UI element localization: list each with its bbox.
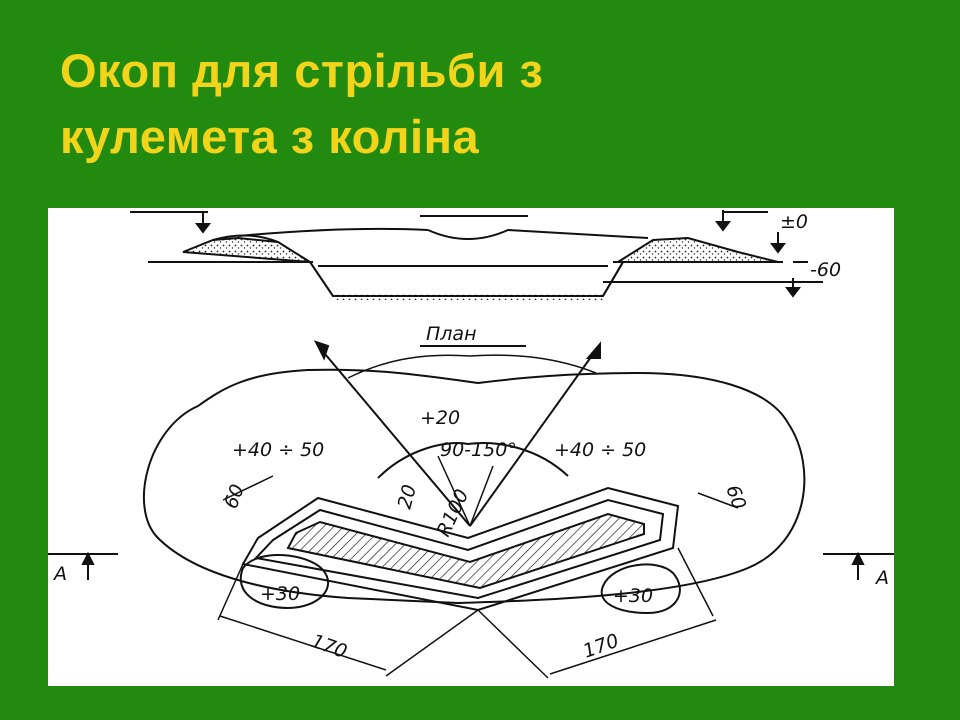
label-width-right: 60 [721,482,750,512]
slide-title-line-2: кулемета з коліна [60,110,480,163]
label-length-right: 170 [580,630,622,663]
slide-title-line-1: Окоп для стрільби з [60,44,544,97]
label-length-left: 170 [308,630,350,663]
plan-view [48,340,894,679]
level-arrowhead-mid [770,243,786,254]
dim-width-right [697,492,739,509]
label-depth-a: 20 [394,482,422,511]
trench-inner-rim [254,498,665,600]
label-angle: 90-150° [440,439,517,461]
dim-radius-line-2 [469,465,494,527]
label-section-left: A [52,563,67,585]
dim-radius-line [437,455,471,527]
trench-floor-hatched [286,512,645,590]
label-parapet-right: +40 ÷ 50 [554,439,646,461]
level-arrowhead-right [715,221,731,232]
fire-sector-arrow-left [314,340,330,361]
label-parapet-left: +40 ÷ 50 [232,439,324,461]
trench-drawing-svg: ±0 -60 План [48,210,894,679]
parapet-left [182,236,311,263]
label-radius: R100 [433,486,474,540]
elbow-rest-right [600,563,681,615]
dim-width-left [222,475,274,501]
level-label-top: ±0 [780,211,808,233]
trench-profile [309,261,624,297]
level-arrowhead-bottom [785,287,801,298]
trench-drawing: ±0 -60 План [48,208,894,686]
label-parapet-front: +20 [420,407,460,429]
dim-ext-right-b [677,547,714,617]
label-elbow-right: +30 [613,585,653,607]
slide-title: Окоп для стрільби з кулемета з коліна [60,38,920,170]
trench-floor [333,294,603,300]
elbow-rest-left [239,554,329,610]
section-mark-arrowhead-left [81,551,95,565]
fire-sector-left [319,347,471,527]
label-elbow-left: +30 [260,583,300,605]
dim-ext-left-b [385,609,479,677]
parapet-right [614,236,779,263]
trench-outer-rim [241,486,680,612]
front-parapet-arc [377,442,569,479]
dim-length-right [549,619,717,675]
plan-heading: План [426,323,477,345]
fire-sector-right [469,349,597,527]
sector-arc [347,354,597,379]
level-label-bottom: -60 [810,259,841,281]
dim-ext-right-a [477,609,549,679]
parapet-outline [143,368,806,605]
label-width-left: 60 [220,481,249,511]
profile-top-line [237,227,429,237]
section-view [130,210,823,300]
label-section-right: A [874,567,889,589]
profile-top-dip [427,228,649,240]
fire-sector-arrow-right [585,341,601,359]
section-mark-arrowhead-right [851,551,865,565]
trench-profile [309,261,624,297]
level-arrowhead-left [195,223,211,234]
dim-length-left [219,615,387,671]
dim-ext-left-a [217,563,244,621]
